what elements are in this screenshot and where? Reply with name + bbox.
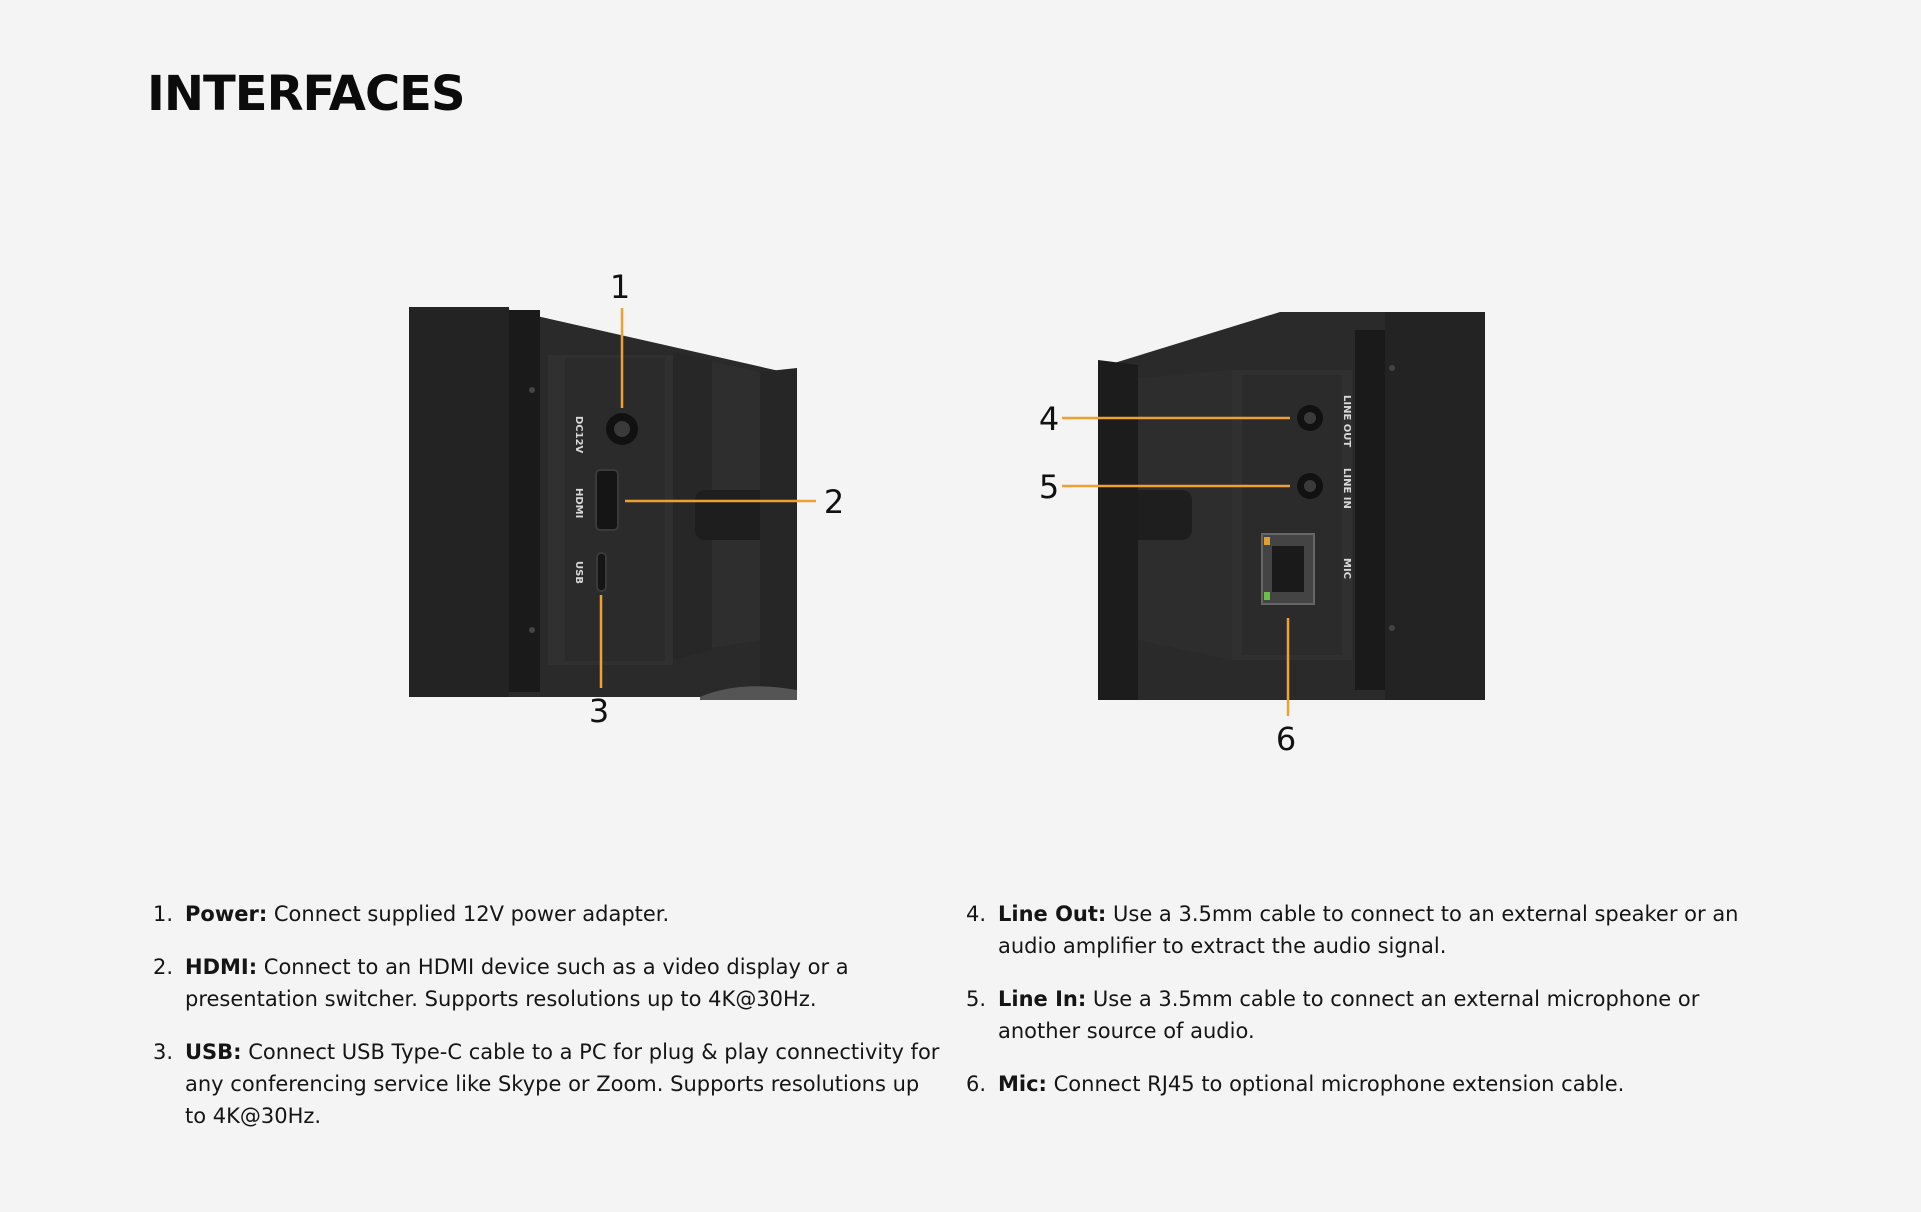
port-label-line-out: LINE OUT	[1341, 395, 1352, 447]
page-title: INTERFACES	[147, 66, 466, 122]
item-name: USB:	[185, 1040, 242, 1064]
interface-item-mic: 6. Mic: Connect RJ45 to optional micropho…	[966, 1068, 1766, 1100]
interface-list-right: 4. Line Out: Use a 3.5mm cable to connect…	[966, 898, 1766, 1121]
interfaces-figure: DC12V HDMI USB	[409, 268, 1485, 758]
item-number: 2.	[153, 955, 174, 979]
callout-2: 2	[824, 483, 844, 521]
item-description: Connect RJ45 to optional microphone exte…	[1046, 1072, 1625, 1096]
callout-3: 3	[589, 692, 609, 730]
item-description: Use a 3.5mm cable to connect an external…	[998, 987, 1700, 1043]
port-label-usb: USB	[573, 561, 584, 584]
left-device-image: DC12V HDMI USB	[409, 307, 797, 700]
callout-6: 6	[1276, 720, 1296, 758]
port-label-mic: MIC	[1341, 558, 1352, 579]
callout-4: 4	[1039, 400, 1059, 438]
item-number: 5.	[966, 987, 987, 1011]
device-illustration: DC12V HDMI USB	[409, 268, 1485, 758]
callout-1: 1	[610, 268, 630, 306]
item-name: Line In:	[998, 987, 1087, 1011]
interface-item-hdmi: 2. HDMI: Connect to an HDMI device such a…	[153, 951, 943, 1015]
item-name: Mic:	[998, 1072, 1047, 1096]
port-label-hdmi: HDMI	[573, 488, 584, 518]
interface-list-left: 1. Power: Connect supplied 12V power adap…	[153, 898, 943, 1153]
interface-item-usb: 3. USB: Connect USB Type-C cable to a PC …	[153, 1036, 943, 1132]
interface-item-line-out: 4. Line Out: Use a 3.5mm cable to connect…	[966, 898, 1766, 962]
port-label-dc: DC12V	[573, 416, 584, 454]
interface-item-power: 1. Power: Connect supplied 12V power adap…	[153, 898, 943, 930]
item-name: Line Out:	[998, 902, 1107, 926]
item-name: Power:	[185, 902, 268, 926]
item-number: 6.	[966, 1072, 987, 1096]
callout-5: 5	[1039, 468, 1059, 506]
item-number: 3.	[153, 1040, 174, 1064]
callout-lines	[599, 308, 1290, 716]
right-device-image: LINE OUT LINE IN MIC	[1098, 312, 1485, 700]
item-description: Connect USB Type-C cable to a PC for plu…	[185, 1040, 940, 1128]
interface-item-line-in: 5. Line In: Use a 3.5mm cable to connect …	[966, 983, 1766, 1047]
item-number: 4.	[966, 902, 987, 926]
item-description: Connect supplied 12V power adapter.	[267, 902, 670, 926]
port-label-line-in: LINE IN	[1341, 468, 1352, 509]
item-description: Connect to an HDMI device such as a vide…	[185, 955, 849, 1011]
item-name: HDMI:	[185, 955, 258, 979]
item-number: 1.	[153, 902, 174, 926]
item-description: Use a 3.5mm cable to connect to an exter…	[998, 902, 1739, 958]
